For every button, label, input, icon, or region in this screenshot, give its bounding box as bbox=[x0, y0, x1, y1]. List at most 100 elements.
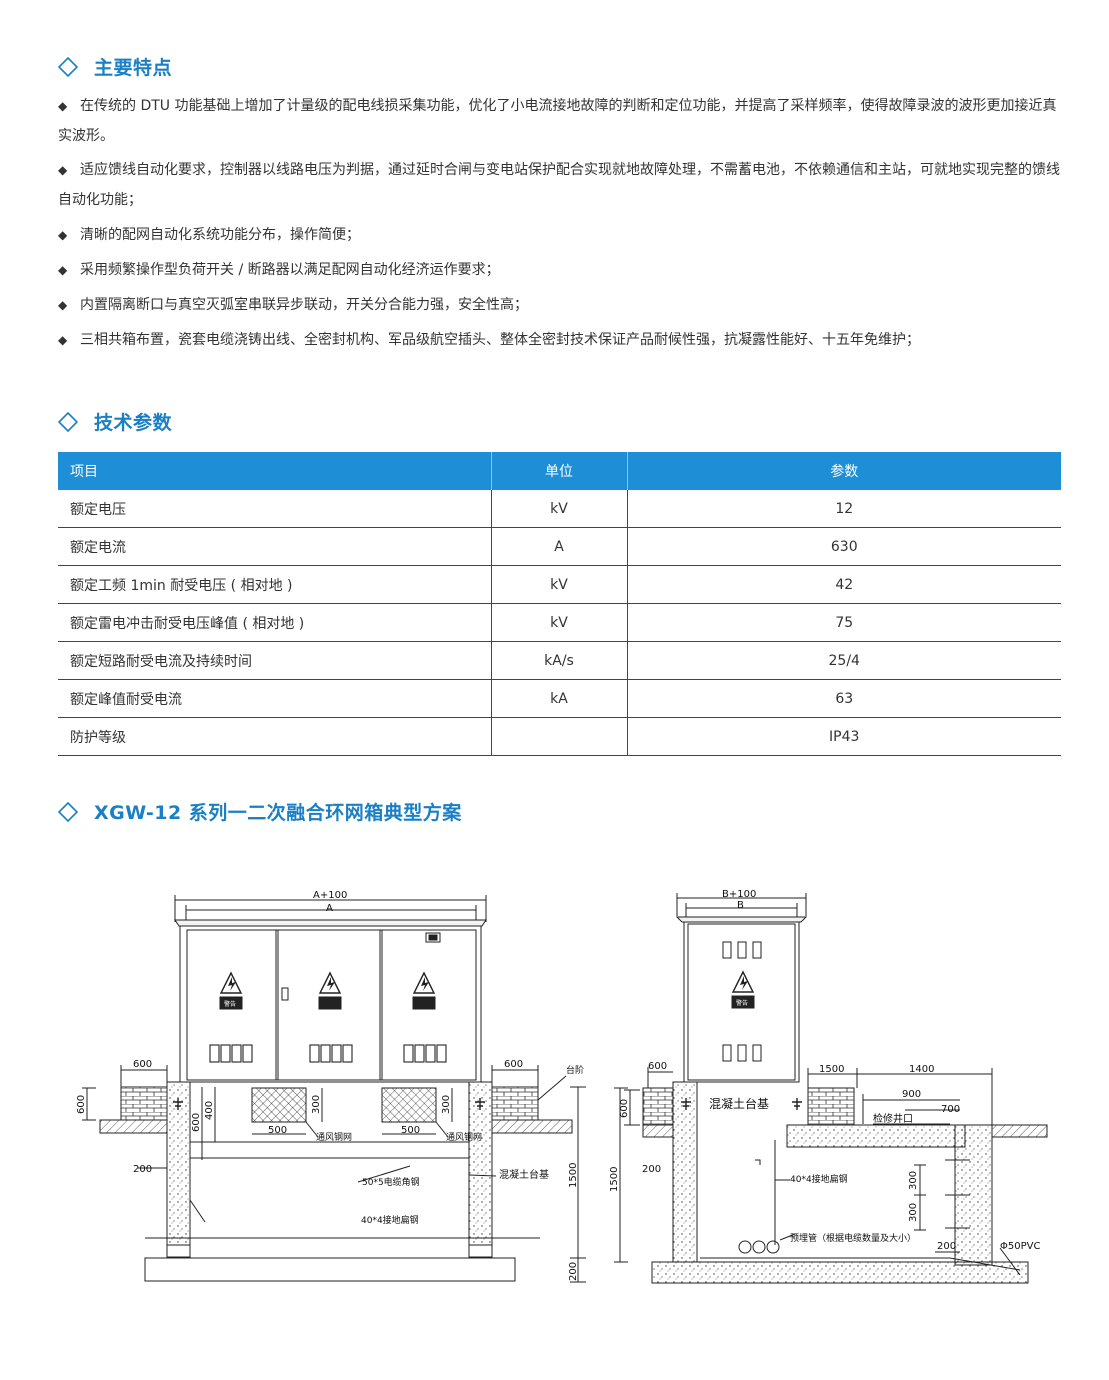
table-cell: 额定工频 1min 耐受电压 ( 相对地 ) bbox=[58, 565, 492, 604]
warning-sign-labels: 警告 警告 bbox=[224, 999, 748, 1008]
table-cell: 防护等级 bbox=[58, 717, 492, 756]
front-view-labels: A+100 A 600 600 台阶 600 600 400 300 300 5… bbox=[76, 890, 584, 1281]
dimension-label: 300 bbox=[908, 1203, 919, 1222]
side-view-labels: B+100 B 600 600 混凝土台基 1500 1400 900 700 … bbox=[609, 889, 1040, 1252]
column-header: 项目 bbox=[58, 452, 492, 490]
feature-item: ◆在传统的 DTU 功能基础上增加了计量级的配电线损采集功能，优化了小电流接地故… bbox=[58, 98, 1057, 144]
dimension-label: 600 bbox=[191, 1113, 202, 1132]
callout-label: 混凝土台基 bbox=[709, 1096, 769, 1111]
dimension-label: 1500 bbox=[819, 1064, 844, 1075]
callout-label: Φ50PVC bbox=[1000, 1241, 1040, 1252]
section-header-features: 主要特点 bbox=[58, 53, 172, 80]
warning-sign-text: 警告 bbox=[736, 999, 748, 1007]
dimension-label: 200 bbox=[642, 1164, 661, 1175]
table-cell: 63 bbox=[627, 679, 1061, 718]
table-cell: A bbox=[491, 527, 628, 566]
feature-item: ◆内置隔离断口与真空灭弧室串联异步联动，开关分合能力强，安全性高； bbox=[58, 297, 528, 313]
front-view bbox=[82, 895, 586, 1283]
dimension-label: 700 bbox=[941, 1104, 960, 1115]
dimension-label: 1500 bbox=[609, 1167, 620, 1192]
side-view bbox=[614, 893, 1048, 1284]
table-cell: kV bbox=[491, 603, 628, 642]
callout-label: 通风钢网 bbox=[446, 1131, 482, 1143]
dimension-label: 600 bbox=[504, 1059, 523, 1070]
section-title: 技术参数 bbox=[94, 412, 173, 434]
dimension-label: A+100 bbox=[313, 890, 347, 901]
table-cell: 额定电压 bbox=[58, 490, 492, 528]
dimension-label: 1500 bbox=[568, 1163, 579, 1188]
section-header-tech: 技术参数 bbox=[58, 408, 172, 435]
table-cell: 额定雷电冲击耐受电压峰值 ( 相对地 ) bbox=[58, 603, 492, 642]
table-cell: kA bbox=[491, 679, 628, 718]
section-header-scheme: XGW-12 系列一二次融合环网箱典型方案 bbox=[58, 798, 462, 825]
callout-label: 40*4接地扁钢 bbox=[361, 1214, 419, 1226]
feature-item: ◆三相共箱布置，瓷套电缆浇铸出线、全密封机构、军品级航空插头、整体全密封技术保证… bbox=[58, 332, 920, 348]
table-cell: 75 bbox=[627, 603, 1061, 642]
table-cell: 12 bbox=[627, 490, 1061, 528]
table-cell: 额定短路耐受电流及持续时间 bbox=[58, 641, 492, 680]
table-cell: kV bbox=[491, 490, 628, 528]
feature-item: ◆清晰的配网自动化系统功能分布，操作简便； bbox=[58, 227, 360, 243]
warning-icon bbox=[219, 971, 243, 1010]
callout-label: 通风钢网 bbox=[316, 1131, 352, 1143]
column-header: 单位 bbox=[491, 452, 628, 490]
dimension-label: 1400 bbox=[909, 1064, 934, 1075]
callout-label: 40*4接地扁钢 bbox=[790, 1173, 848, 1185]
dimension-label: 600 bbox=[619, 1099, 630, 1118]
diamond-icon bbox=[58, 411, 78, 432]
table-cell: 630 bbox=[627, 527, 1061, 566]
warning-icon bbox=[318, 971, 342, 1010]
table-cell: 额定电流 bbox=[58, 527, 492, 566]
warning-sign-text: 警告 bbox=[224, 1000, 236, 1008]
dimension-label: 300 bbox=[311, 1095, 322, 1114]
callout-label: 50*5电缆角钢 bbox=[362, 1176, 420, 1188]
section-title: XGW-12 系列一二次融合环网箱典型方案 bbox=[94, 802, 462, 824]
table-cell: kV bbox=[491, 565, 628, 604]
dimension-label: 300 bbox=[441, 1095, 452, 1114]
dimension-label: 600 bbox=[76, 1095, 87, 1114]
dimension-label: B+100 bbox=[722, 889, 756, 900]
dimension-label: 200 bbox=[133, 1164, 152, 1175]
section-title: 主要特点 bbox=[94, 57, 173, 79]
dimension-label: 500 bbox=[268, 1125, 287, 1136]
callout-label: 台阶 bbox=[566, 1064, 584, 1076]
dimension-label: 600 bbox=[133, 1059, 152, 1070]
dimension-label: 300 bbox=[908, 1171, 919, 1190]
feature-item: ◆适应馈线自动化要求，控制器以线路电压为判据，通过延时合闸与变电站保护配合实现就… bbox=[58, 162, 1060, 208]
callout-label: 预埋管（根据电缆数量及大小） bbox=[790, 1232, 916, 1244]
dimension-label: B bbox=[737, 900, 744, 911]
table-cell bbox=[491, 717, 628, 756]
diamond-icon bbox=[58, 801, 78, 822]
table-header-row: 项目 单位 参数 bbox=[58, 452, 1061, 490]
column-header: 参数 bbox=[627, 452, 1061, 490]
table-row: 防护等级 IP43 bbox=[58, 717, 1061, 756]
warning-icon bbox=[412, 971, 436, 1010]
feature-item: ◆采用频繁操作型负荷开关 / 断路器以满足配网自动化经济运作要求； bbox=[58, 262, 500, 278]
table-cell: IP43 bbox=[627, 717, 1061, 756]
dimension-label: A bbox=[326, 903, 333, 914]
dimension-label: 500 bbox=[401, 1125, 420, 1136]
table-cell: 25/4 bbox=[627, 641, 1061, 680]
dimension-label: 200 bbox=[568, 1262, 579, 1281]
table-cell: kA/s bbox=[491, 641, 628, 680]
table-cell: 42 bbox=[627, 565, 1061, 604]
table-cell: 额定峰值耐受电流 bbox=[58, 679, 492, 718]
diamond-icon bbox=[58, 56, 78, 77]
callout-label: 混凝土台基 bbox=[499, 1168, 549, 1181]
vent-grille bbox=[209, 1044, 447, 1063]
dimension-label: 400 bbox=[204, 1101, 215, 1120]
vent-grille bbox=[722, 941, 762, 1062]
callout-label: 检修井口 bbox=[873, 1112, 913, 1125]
dimension-label: 900 bbox=[902, 1089, 921, 1100]
dimension-label: 200 bbox=[937, 1241, 956, 1252]
dimension-label: 600 bbox=[648, 1061, 667, 1072]
warning-icon bbox=[731, 970, 755, 1009]
